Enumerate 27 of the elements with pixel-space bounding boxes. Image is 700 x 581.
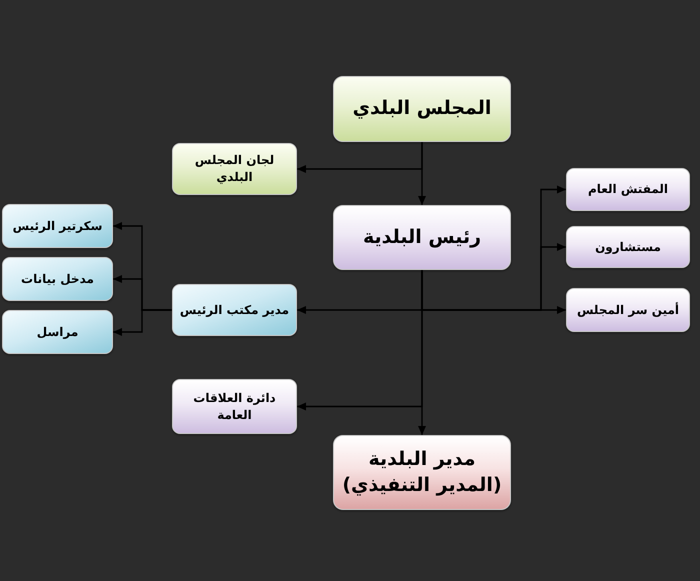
org-unit-box xyxy=(172,379,297,434)
unit-title: مراسل xyxy=(36,324,78,340)
org-unit-box xyxy=(566,226,690,268)
unit-title: لجان المجلس البلدي xyxy=(194,152,276,186)
unit-title: المفتش العام xyxy=(588,181,668,198)
org-unit-box xyxy=(566,168,690,211)
org-unit-box xyxy=(172,284,297,336)
connector-arrow xyxy=(297,142,423,173)
org-unit-box xyxy=(2,257,113,301)
org-unit-box xyxy=(172,143,297,195)
unit-title: دائرة العلاقات العامة xyxy=(192,390,277,424)
unit-title: أمين سر المجلس xyxy=(576,302,680,318)
unit-title: المجلس البلدي xyxy=(352,96,492,122)
connector-arrow xyxy=(418,270,426,435)
org-unit-box xyxy=(566,288,690,332)
unit-title: سكرتير الرئيس xyxy=(12,218,102,234)
connector-arrow xyxy=(113,309,172,336)
unit-title: رئيس البلدية xyxy=(362,224,482,250)
unit-title: مستشارون xyxy=(595,238,661,256)
org-unit-box xyxy=(333,435,511,510)
org-unit-box xyxy=(333,76,511,142)
unit-title: مدير البلدية (المدير التنفيذي) xyxy=(341,446,503,498)
unit-title: مدخل بيانات xyxy=(21,270,94,288)
org-unit-box xyxy=(333,205,511,270)
org-unit-box xyxy=(2,204,113,248)
org-unit-box xyxy=(2,310,113,354)
unit-title: مدير مكتب الرئيس xyxy=(180,302,290,318)
